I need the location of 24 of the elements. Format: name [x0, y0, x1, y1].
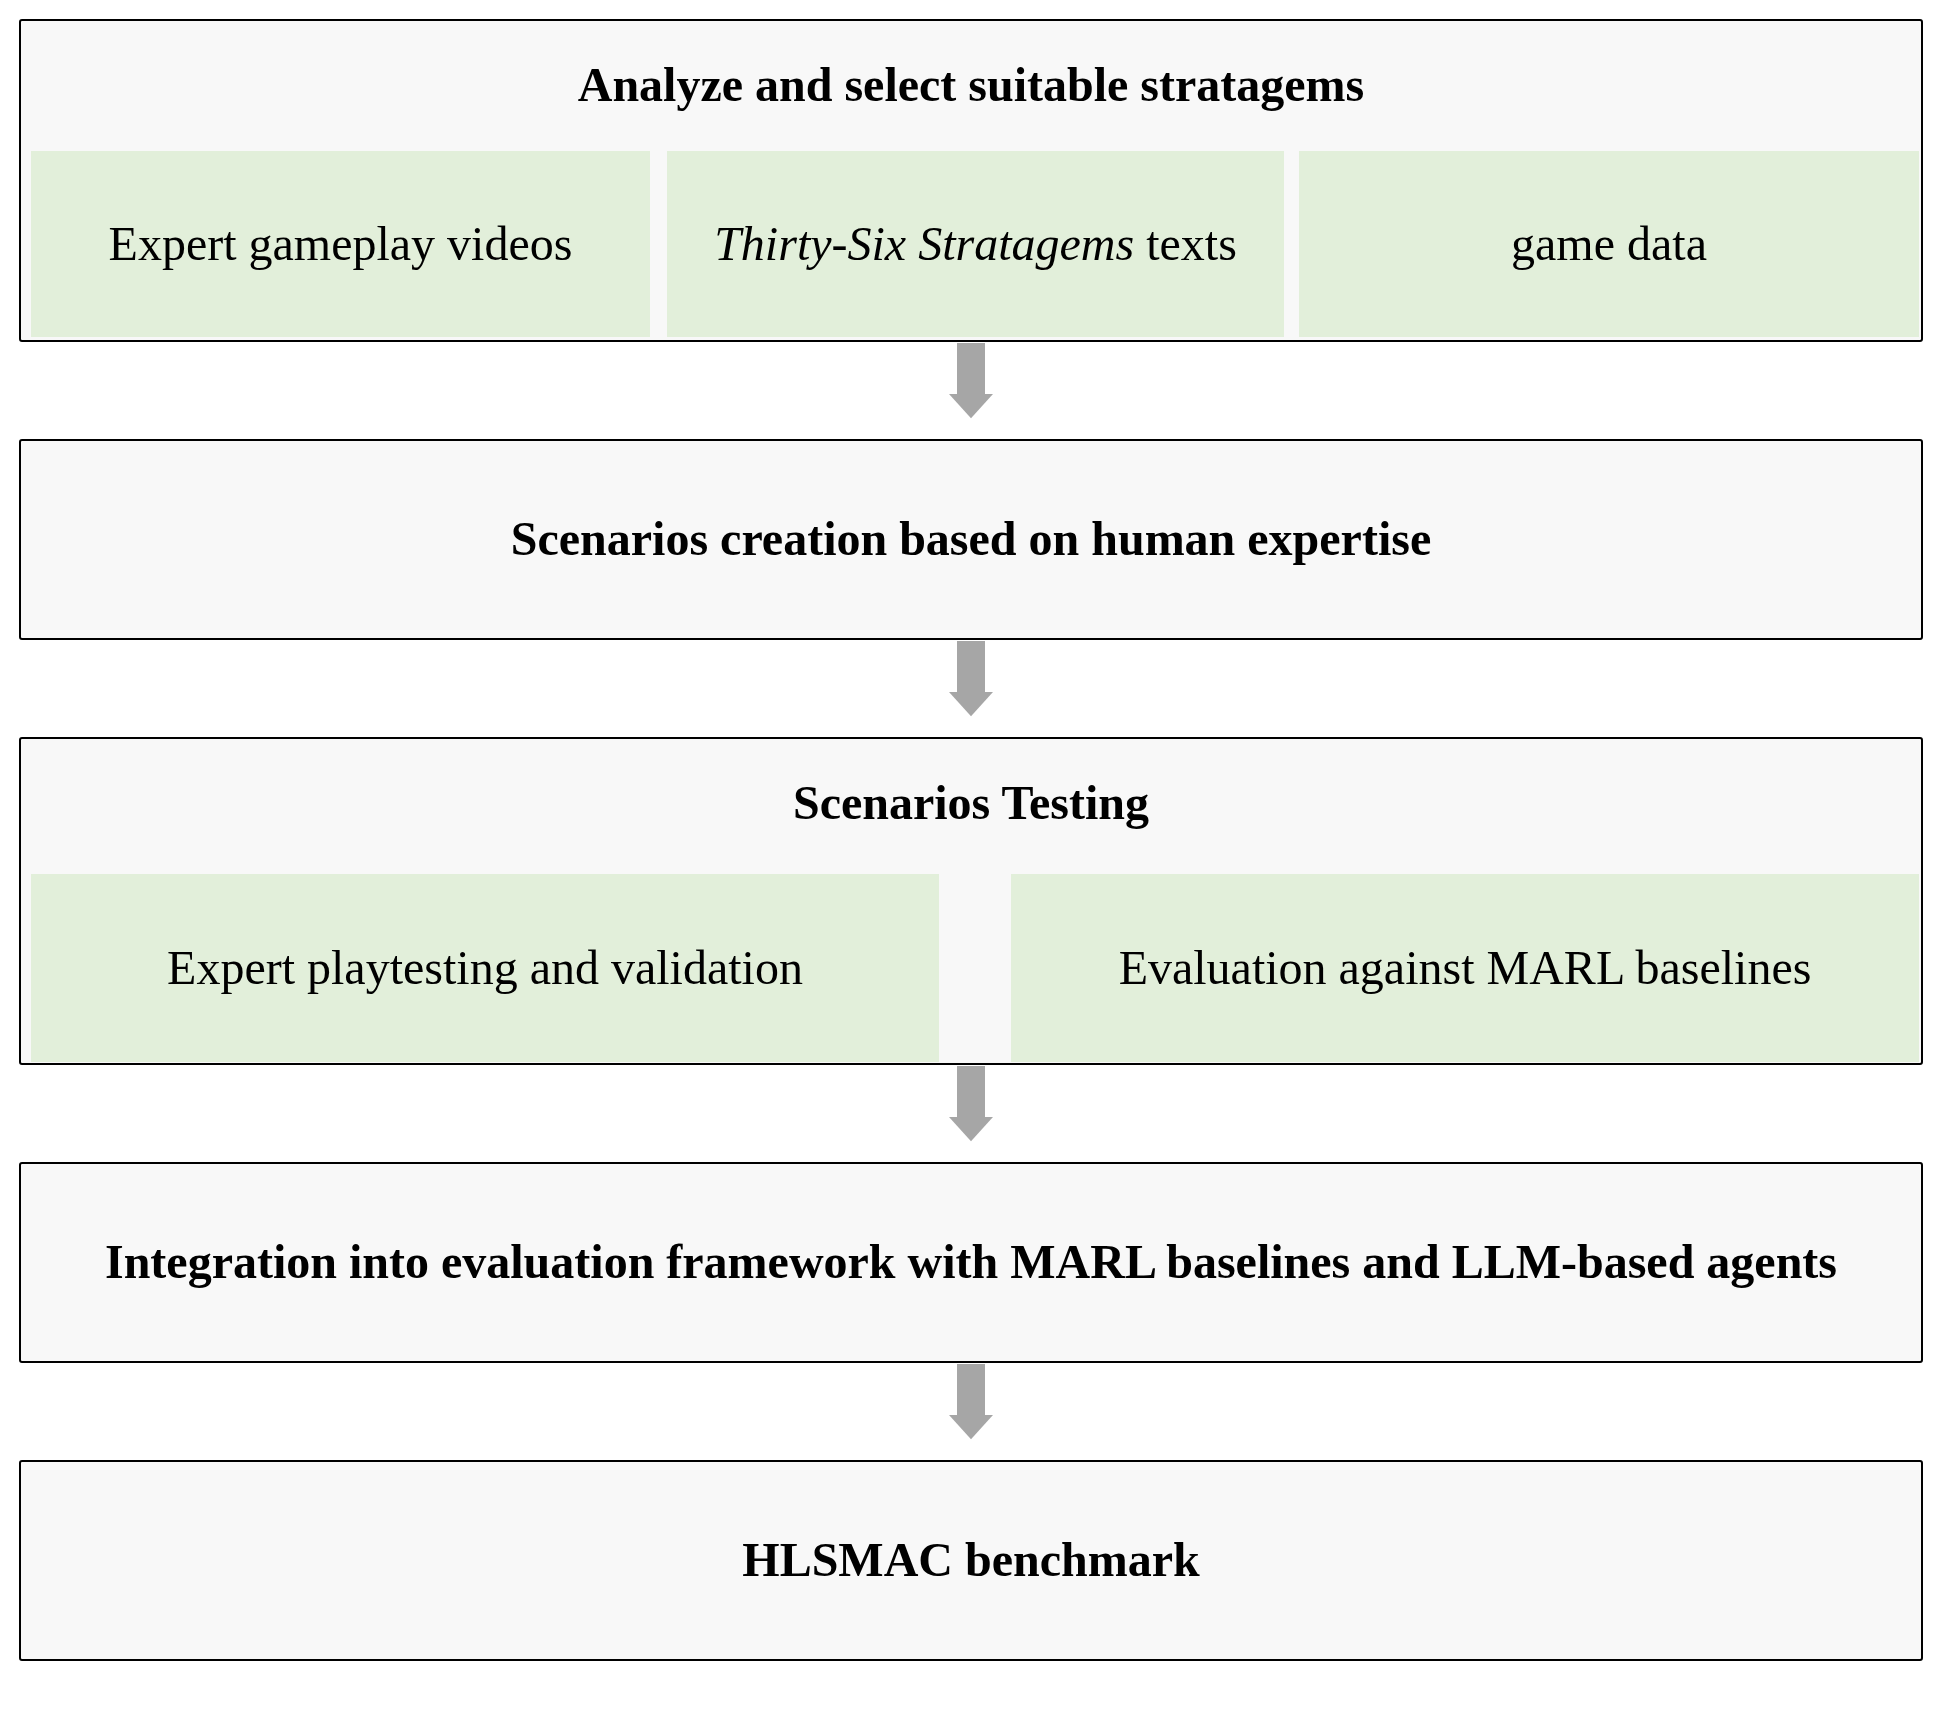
- stage-title: Scenarios Testing: [792, 774, 1150, 831]
- stage-title: Analyze and select suitable stratagems: [577, 56, 1365, 113]
- source-box: [667, 151, 1284, 337]
- stage-title: HLSMAC benchmark: [742, 1532, 1200, 1589]
- source-box: [1011, 874, 1919, 1062]
- arrow: [949, 641, 993, 717]
- stage-title: Scenarios creation based on human expertise: [510, 511, 1432, 568]
- box-text: game data: [1511, 215, 1707, 272]
- stage-box: [19, 19, 1923, 342]
- box-text: Thirty-Six Stratagems texts: [714, 215, 1237, 272]
- stage-box: [19, 737, 1923, 1065]
- box-text: Expert gameplay videos: [108, 215, 573, 272]
- arrow: [949, 343, 993, 419]
- arrow: [949, 1364, 993, 1440]
- box-text: Evaluation against MARL baselines: [1118, 939, 1812, 996]
- source-box: [31, 151, 650, 337]
- source-box: [31, 874, 939, 1062]
- stage-box: [19, 439, 1923, 640]
- arrow: [949, 1066, 993, 1142]
- source-box: [1299, 151, 1919, 337]
- stage-box: [19, 1460, 1923, 1661]
- stage-title: Integration into evaluation framework with MARL baselines and LLM-based agents: [104, 1234, 1838, 1291]
- stage-box: [19, 1162, 1923, 1363]
- box-text: Expert playtesting and validation: [167, 939, 803, 996]
